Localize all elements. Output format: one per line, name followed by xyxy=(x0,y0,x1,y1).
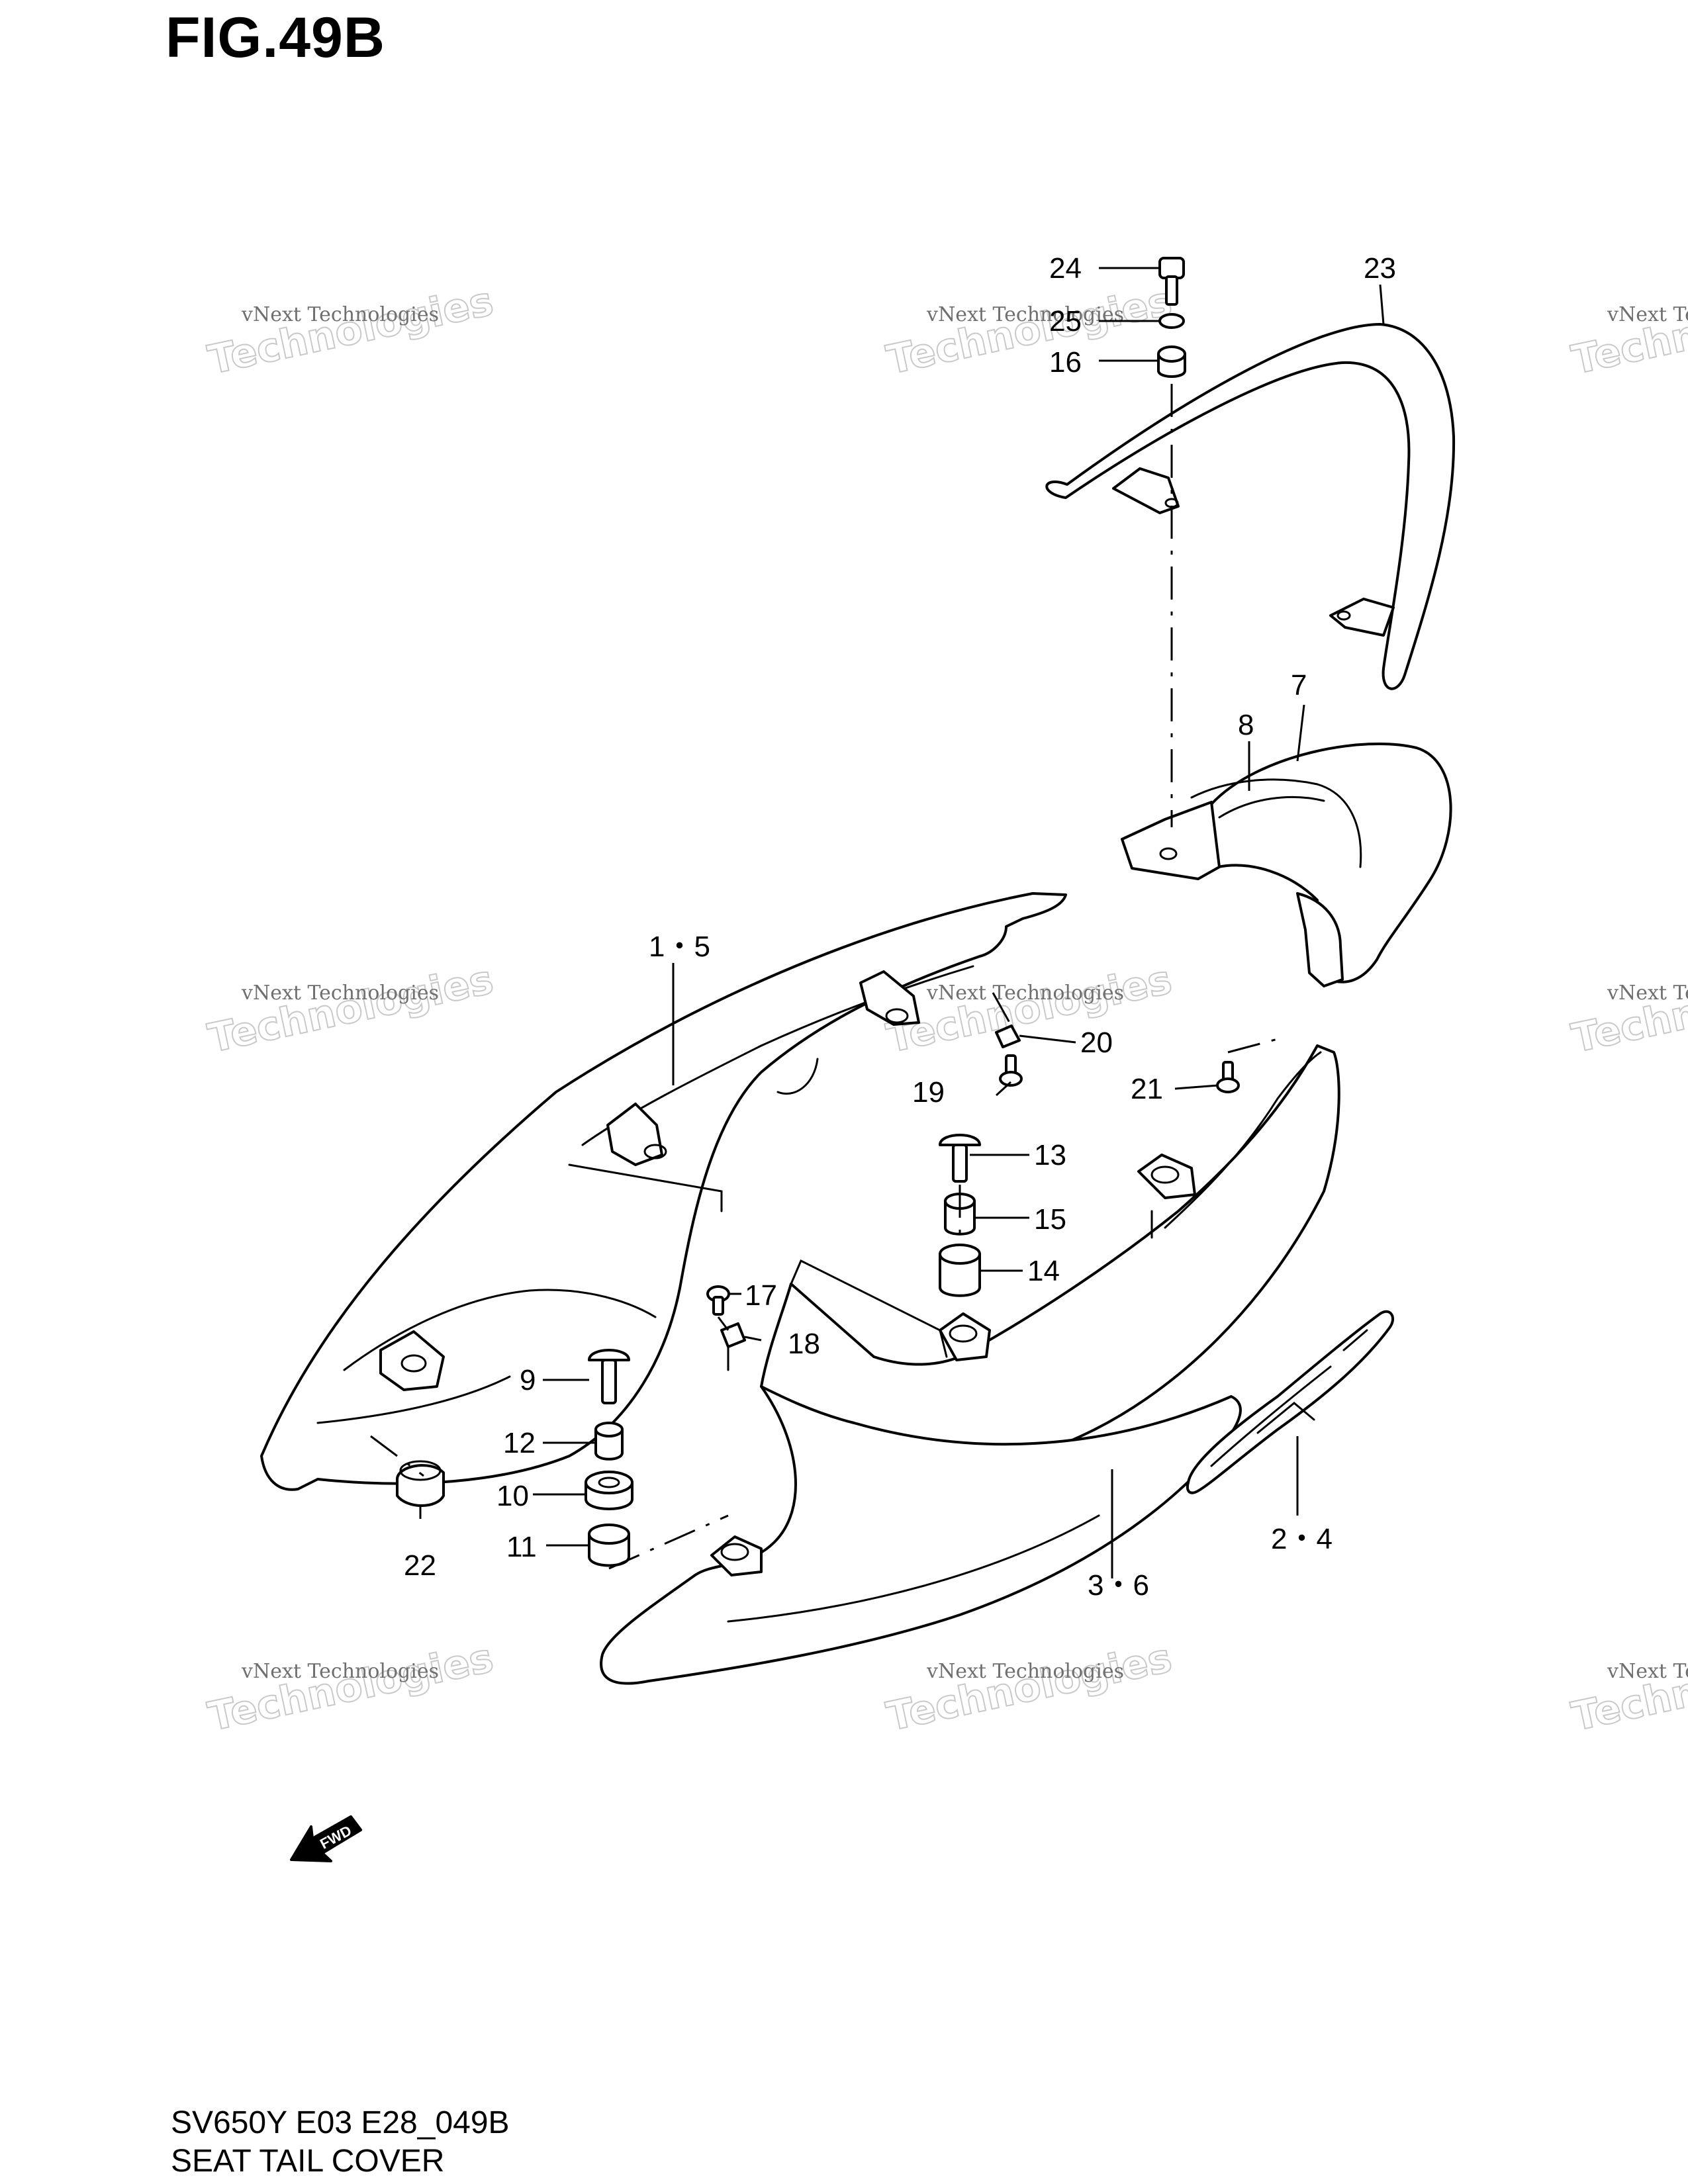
watermark-text-large: Technologies xyxy=(1568,278,1688,383)
cushion-part-16 xyxy=(1157,345,1186,378)
screw-part-17 xyxy=(706,1285,730,1316)
watermark-text: vNext Technologies xyxy=(1607,981,1688,1005)
screw-part-13 xyxy=(939,1134,981,1183)
watermark-text-large: Technologies xyxy=(205,1635,498,1740)
screw-part-9 xyxy=(588,1349,630,1404)
watermark-text: vNext Technologies xyxy=(1607,303,1688,326)
screw-part-19 xyxy=(999,1054,1023,1087)
leader-lines xyxy=(419,267,1385,1578)
collar-part-12 xyxy=(594,1422,624,1461)
callout-15: 15 xyxy=(1034,1203,1066,1236)
grab-rail-part-23 xyxy=(1045,323,1456,690)
callout-14: 14 xyxy=(1027,1255,1060,1287)
callout-8: 8 xyxy=(1238,709,1254,741)
watermark-text: vNext Technologies xyxy=(926,303,1124,326)
callout-16: 16 xyxy=(1049,346,1082,379)
callout-10: 10 xyxy=(496,1480,529,1512)
nut-part-20 xyxy=(995,1024,1021,1048)
watermark-mid-right: Technologies vNext Technologies xyxy=(1568,956,1688,1062)
diagram-name: SEAT TAIL COVER xyxy=(171,2144,445,2179)
watermark-text: vNext Technologies xyxy=(241,981,439,1005)
callout-21: 21 xyxy=(1131,1073,1163,1105)
watermark-text-large: Technologies xyxy=(883,1635,1176,1740)
callout-12: 12 xyxy=(503,1427,536,1459)
watermark-text: vNext Technologies xyxy=(926,981,1124,1005)
screw-part-21 xyxy=(1216,1061,1240,1093)
watermark-text: vNext Technologies xyxy=(1607,1660,1688,1683)
tail-cover-part-1-5 xyxy=(260,892,1067,1491)
watermark-text-large: Technologies xyxy=(1568,1635,1688,1740)
callout-9: 9 xyxy=(520,1364,536,1396)
cushion-part-11 xyxy=(588,1524,630,1567)
callout-25: 25 xyxy=(1049,305,1082,338)
watermark-top-left: Technologies vNext Technologies xyxy=(204,277,498,384)
bolt-part-24 xyxy=(1158,257,1185,306)
watermark-top-right: Technologies vNext Technologies xyxy=(1568,277,1688,384)
callout-22: 22 xyxy=(404,1549,436,1582)
watermark-text: vNext Technologies xyxy=(926,1660,1124,1683)
watermark-text-large: Technologies xyxy=(205,956,498,1062)
figure-title: FIG.49B xyxy=(165,6,385,69)
diagram-code: SV650Y E03 E28_049B xyxy=(171,2105,510,2140)
callout-13: 13 xyxy=(1034,1139,1066,1171)
callout-3-6: 3・6 xyxy=(1088,1569,1149,1602)
callout-23: 23 xyxy=(1364,252,1396,285)
watermark-text-large: Technologies xyxy=(1568,956,1688,1062)
callout-18: 18 xyxy=(788,1328,820,1360)
callout-labels: 24 25 16 23 7 8 1・5 20 19 21 13 15 14 17… xyxy=(404,252,1396,1602)
washer-part-25 xyxy=(1158,313,1185,329)
watermark-top-center: Technologies vNext Technologies xyxy=(882,277,1177,384)
callout-1-5: 1・5 xyxy=(649,931,710,963)
watermark-bottom-left: Technologies vNext Technologies xyxy=(204,1634,498,1741)
cushion-part-14 xyxy=(939,1244,981,1297)
watermark-text: vNext Technologies xyxy=(241,303,439,326)
callout-19: 19 xyxy=(912,1076,945,1109)
watermark-text-large: Technologies xyxy=(883,278,1176,383)
fwd-arrow-icon: FWD xyxy=(290,1815,362,1862)
callout-17: 17 xyxy=(745,1279,777,1312)
callout-7: 7 xyxy=(1291,669,1307,702)
watermark-bottom-right: Technologies vNext Technologies xyxy=(1568,1634,1688,1741)
tail-cover-part-7 xyxy=(1121,742,1452,987)
watermark-text: vNext Technologies xyxy=(241,1660,439,1683)
cushion-part-10 xyxy=(585,1471,633,1510)
watermark-mid-left: Technologies vNext Technologies xyxy=(204,956,498,1062)
cushion-part-22 xyxy=(396,1460,445,1507)
callout-20: 20 xyxy=(1080,1026,1113,1059)
callout-2-4: 2・4 xyxy=(1271,1523,1333,1555)
assembly-lines xyxy=(370,384,1278,1570)
watermark-bottom-center: Technologies vNext Technologies xyxy=(882,1634,1177,1741)
callout-24: 24 xyxy=(1049,252,1082,285)
tail-cover-part-3-6 xyxy=(600,1044,1340,1685)
callout-11: 11 xyxy=(506,1531,537,1563)
emblem-part-2-4 xyxy=(1186,1310,1394,1494)
watermark-text-large: Technologies xyxy=(205,278,498,383)
